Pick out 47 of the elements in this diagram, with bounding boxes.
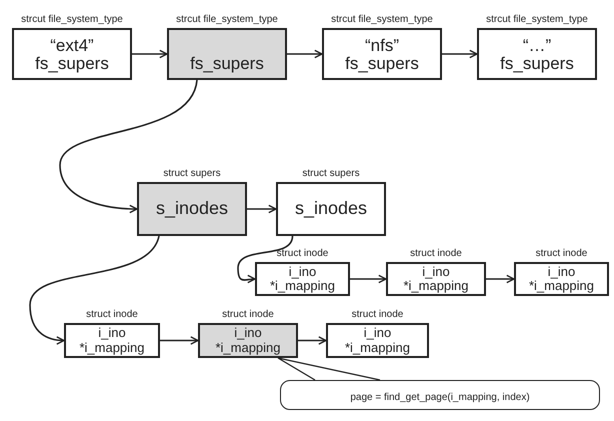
callout-pointer: [277, 357, 381, 381]
field-name: *i_mapping: [344, 340, 410, 355]
field-name: i_ino: [288, 264, 316, 279]
struct-type-label: strcut file_system_type: [21, 14, 123, 25]
field-name: s_inodes: [294, 199, 368, 219]
field-name: *i_mapping: [270, 279, 336, 294]
struct-type-label: struct supers: [302, 168, 360, 179]
field-name: *i_mapping: [528, 279, 594, 294]
curved-arrow: [29, 236, 160, 345]
field-name: fs_supers: [500, 55, 574, 74]
struct-type-label: struct inode: [276, 248, 328, 259]
field-name: “…”: [522, 36, 552, 56]
curved-arrow: [237, 236, 294, 284]
arrow: [247, 204, 277, 214]
arrow: [442, 50, 478, 58]
field-name: “nfs”: [365, 36, 399, 56]
struct-type-label: struct inode: [86, 309, 138, 320]
curved-arrow: [59, 80, 198, 214]
arrow: [160, 336, 199, 345]
arrow: [298, 336, 327, 345]
field-name: i_ino: [364, 326, 392, 340]
field-name: i_ino: [422, 264, 450, 279]
struct-type-label: strcut file_system_type: [486, 14, 588, 25]
field-name: fs_supers: [190, 55, 264, 74]
struct-type-label: strcut file_system_type: [176, 14, 278, 25]
struct-type-label: struct inode: [352, 309, 404, 320]
struct-type-label: struct inode: [222, 309, 274, 320]
struct-type-label: struct supers: [163, 168, 221, 179]
field-name: *i_mapping: [215, 340, 281, 355]
code-text: page = find_get_page(i_mapping, index): [350, 392, 530, 403]
field-name: i_ino: [548, 264, 576, 279]
field-name: *i_mapping: [79, 340, 145, 355]
struct-type-label: struct inode: [536, 248, 588, 259]
arrow: [287, 50, 323, 58]
field-name: i_ino: [234, 326, 262, 340]
field-name: “ext4”: [50, 36, 94, 56]
struct-type-label: struct inode: [410, 248, 462, 259]
field-name: fs_supers: [35, 55, 109, 74]
field-name: i_ino: [98, 326, 126, 340]
field-name: *i_mapping: [403, 279, 469, 294]
callout-box: [280, 380, 600, 410]
arrow: [132, 50, 168, 58]
field-name: fs_supers: [345, 55, 419, 74]
arrow: [350, 274, 387, 284]
arrow: [486, 274, 515, 284]
struct-type-label: strcut file_system_type: [331, 14, 433, 25]
field-name: s_inodes: [156, 199, 228, 219]
